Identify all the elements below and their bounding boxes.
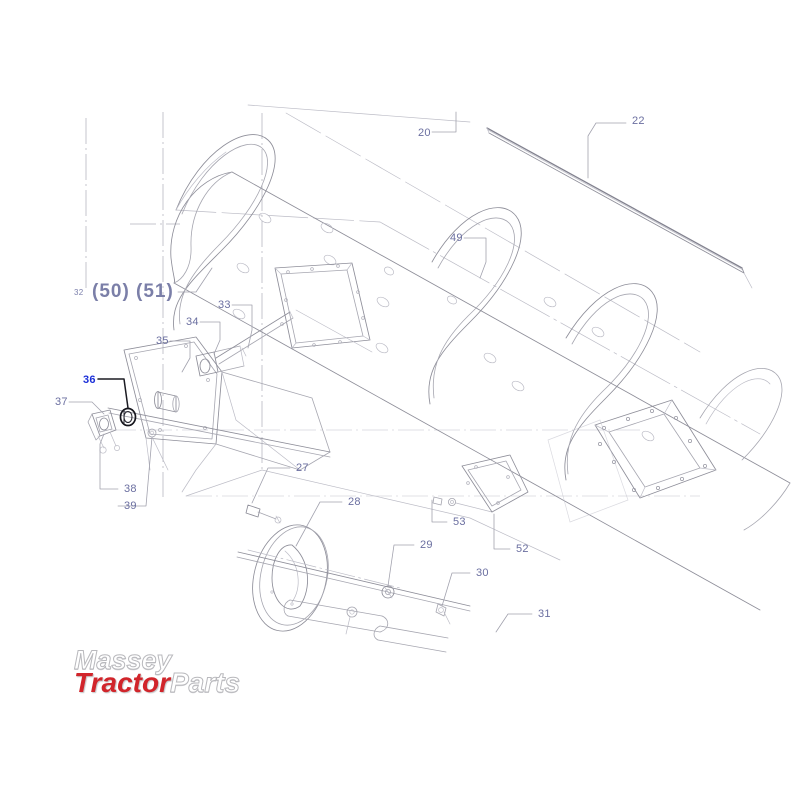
callout-label-49: 49 bbox=[450, 232, 463, 244]
part-33-shaft bbox=[215, 311, 294, 365]
callout-label-group: 20 22 49 32 (50) (51) 33 34 35 36 37 38 39 27 28 29 30 31… bbox=[55, 115, 645, 620]
bearing-housing bbox=[87, 409, 120, 454]
callout-leaders bbox=[68, 111, 627, 633]
part-29-washer bbox=[345, 606, 358, 635]
callout-label-52: 52 bbox=[516, 543, 529, 555]
part-20-guide bbox=[247, 104, 701, 353]
callout-label-35: 35 bbox=[156, 335, 169, 347]
callout-label-32: 32 bbox=[74, 288, 84, 297]
part-53-fastener bbox=[432, 496, 493, 513]
callout-label-51: (51) bbox=[136, 281, 174, 302]
lower-assembly bbox=[185, 419, 629, 653]
lower-tube bbox=[283, 599, 389, 633]
callout-label-39: 39 bbox=[124, 500, 137, 512]
lower-tube-2 bbox=[373, 625, 449, 653]
hub-collar bbox=[154, 391, 180, 413]
callout-label-36: 36 bbox=[83, 374, 96, 386]
callout-label-31: 31 bbox=[538, 608, 551, 620]
callout-label-30: 30 bbox=[476, 567, 489, 579]
callout-label-27: 27 bbox=[296, 462, 309, 474]
construction-lines bbox=[85, 112, 700, 497]
callout-label-37: 37 bbox=[55, 396, 68, 408]
part-27-bolt bbox=[245, 504, 282, 524]
part-29-nut bbox=[381, 585, 395, 599]
callout-label-28: 28 bbox=[348, 496, 361, 508]
part-52-cover bbox=[461, 454, 529, 513]
tube-bolt-holes bbox=[232, 212, 655, 442]
callout-label-53: 53 bbox=[453, 516, 466, 528]
callout-label-20: 20 bbox=[418, 127, 431, 139]
access-panel-upper bbox=[274, 262, 371, 349]
part-28-disc bbox=[252, 524, 329, 632]
callout-label-33: 33 bbox=[218, 299, 231, 311]
callout-label-50: (50) bbox=[92, 281, 130, 302]
part-22-rod bbox=[486, 127, 753, 289]
main-auger-tube bbox=[170, 134, 791, 611]
part-49-reference bbox=[175, 209, 761, 435]
callout-label-34: 34 bbox=[186, 316, 199, 328]
part-30-bolt bbox=[435, 603, 451, 625]
end-plate-assembly bbox=[87, 311, 331, 493]
callout-label-38: 38 bbox=[124, 483, 137, 495]
callout-label-22: 22 bbox=[632, 115, 645, 127]
callout-label-29: 29 bbox=[420, 539, 433, 551]
access-panel-right bbox=[594, 399, 717, 499]
part-34-bolt bbox=[195, 345, 245, 377]
